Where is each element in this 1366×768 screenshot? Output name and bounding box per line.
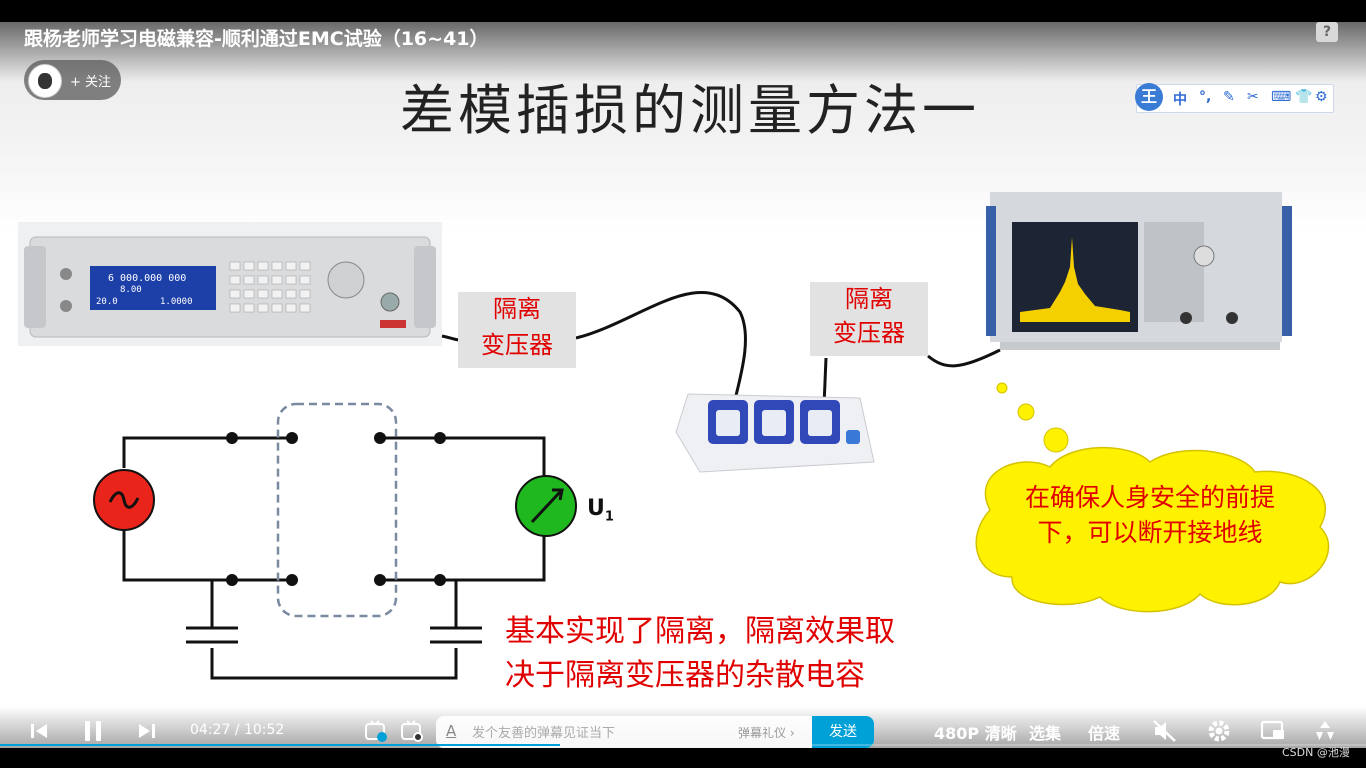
time-separator: / xyxy=(235,722,240,738)
skin-icon[interactable]: 👕 xyxy=(1295,89,1312,105)
avatar[interactable] xyxy=(28,64,62,98)
power-strip xyxy=(676,394,874,472)
current-time: 04:27 xyxy=(190,722,230,738)
help-icon[interactable]: ? xyxy=(1316,22,1338,42)
signal-generator: 6 000.000 000 8.00 20.0 1.0000 xyxy=(18,222,442,346)
transformer-label-right-line2: 变压器 xyxy=(810,318,928,349)
ime-mode-toggle[interactable]: 中 xyxy=(1173,89,1187,109)
fullscreen-icon[interactable] xyxy=(1312,718,1338,744)
settings-gear-icon[interactable] xyxy=(1207,719,1231,743)
settings-icon[interactable]: ⚙ xyxy=(1315,89,1328,105)
generator-display-line2: 8.00 xyxy=(120,285,142,295)
follow-button[interactable]: + 关注 xyxy=(24,60,121,100)
generator-display-line1: 6 000.000 000 xyxy=(108,273,186,284)
video-frame[interactable]: 6 000.000 000 8.00 20.0 1.0000 xyxy=(0,22,1366,748)
transformer-label-left-line1: 隔离 xyxy=(458,294,576,325)
transformer-label-right: 隔离 xyxy=(810,284,928,315)
duration: 10:52 xyxy=(244,722,284,738)
circuit-nodes xyxy=(226,432,446,586)
volume-muted-icon[interactable] xyxy=(1152,719,1178,743)
transformer-label-left-line2: 变压器 xyxy=(458,330,576,361)
cloud-text: 在确保人身安全的前提下，可以断开接地线 xyxy=(1025,480,1275,550)
follow-label: + 关注 xyxy=(70,71,111,90)
time-display: 04:27 / 10:52 xyxy=(190,722,284,738)
generator-display-line3: 20.0 xyxy=(96,297,118,307)
keyboard-icon[interactable]: ⌨ xyxy=(1271,89,1291,105)
ac-source-icon xyxy=(94,470,154,530)
pause-icon[interactable] xyxy=(84,720,102,742)
next-icon[interactable] xyxy=(138,722,156,740)
danmaku-style-icon[interactable]: A xyxy=(446,722,456,740)
quality-button[interactable]: 480P 清晰 xyxy=(934,720,1017,744)
transformer-label-left: 隔离 xyxy=(458,294,576,325)
watermark: CSDN @池漫 xyxy=(1282,744,1350,760)
danmaku-etiquette-link[interactable]: 弹幕礼仪 › xyxy=(738,724,795,741)
bottom-strip xyxy=(0,748,1366,768)
previous-icon[interactable] xyxy=(30,722,48,740)
punctuation-icon[interactable]: °, xyxy=(1199,89,1211,105)
scissors-icon[interactable]: ✂ xyxy=(1247,89,1259,105)
video-title: 跟杨老师学习电磁兼容-顺利通过EMC试验（16~41） xyxy=(24,24,489,51)
picture-in-picture-icon[interactable] xyxy=(1260,720,1286,742)
progress-fill xyxy=(0,744,560,746)
voltmeter-icon xyxy=(516,476,576,536)
circuit-diagram xyxy=(124,404,544,678)
slide-caption-line2: 决于隔离变压器的杂散电容 xyxy=(505,654,895,698)
generator-display-line4: 1.0000 xyxy=(160,297,193,307)
danmaku-toggle-icon[interactable] xyxy=(364,720,388,742)
speed-button[interactable]: 倍速 xyxy=(1088,720,1120,744)
progress-bar[interactable] xyxy=(0,744,1366,746)
episodes-button[interactable]: 选集 xyxy=(1029,720,1061,744)
spectrum-analyzer xyxy=(986,192,1292,350)
ime-toolbar[interactable]: 王 中 °, ✎ ✂ ⌨ 👕 ⚙ xyxy=(1136,84,1334,113)
slide-caption-line1: 基本实现了隔离，隔离效果取 xyxy=(505,610,895,654)
ime-logo-icon[interactable]: 王 xyxy=(1135,83,1163,111)
pen-icon[interactable]: ✎ xyxy=(1223,89,1235,105)
slide-caption: 基本实现了隔离，隔离效果取 决于隔离变压器的杂散电容 xyxy=(505,610,895,698)
voltmeter-label: U1 xyxy=(587,496,614,524)
danmaku-settings-icon[interactable] xyxy=(400,720,424,742)
